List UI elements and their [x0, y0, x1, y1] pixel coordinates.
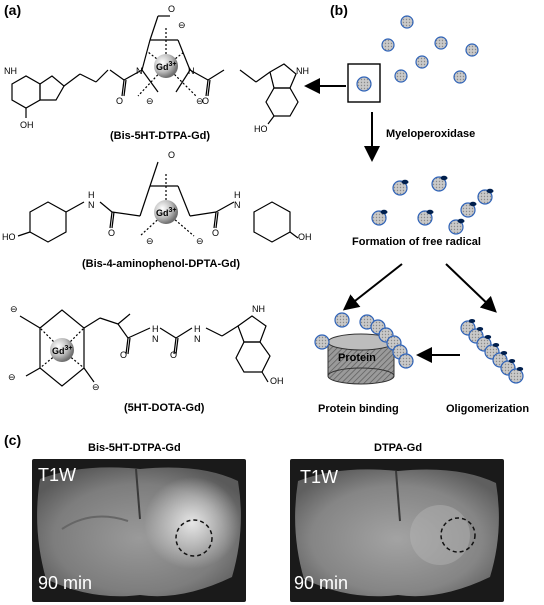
- structure2-n-right: N: [234, 200, 241, 210]
- structure2-h-right: H: [234, 190, 241, 200]
- structure3-oh: OH: [270, 376, 284, 386]
- free-molecules: [381, 15, 479, 84]
- structure1-n-right: N: [188, 66, 195, 76]
- structure1-nh-left: NH: [4, 66, 17, 76]
- structure1-o-top: O: [168, 4, 175, 14]
- structure1-o-right: O: [202, 96, 209, 106]
- structure3-minus-3: ⊖: [92, 382, 100, 392]
- protein-cylinder: [327, 333, 395, 385]
- mri-left-sequence: T1W: [38, 465, 76, 485]
- bound-molecules: [314, 312, 414, 369]
- arrow-to-oligomer: [445, 263, 497, 313]
- mri-left-title: Bis-5HT-DTPA-Gd: [88, 442, 181, 454]
- structure3-minus-2: ⊖: [8, 372, 16, 382]
- mri-left-time: 90 min: [38, 573, 93, 593]
- structure3-n-2: N: [194, 334, 201, 344]
- structures-svg: Gd3+ Gd3+ Gd3+ NH NH OH HO N N O O O ⊖ ⊖…: [2, 4, 312, 392]
- structure3-n-1: N: [152, 334, 159, 344]
- panel-b-label: (b): [330, 2, 348, 18]
- panel-c-label: (c): [4, 432, 22, 448]
- structure2-o-top: O: [168, 150, 175, 160]
- arrow-to-protein: [342, 263, 403, 311]
- mri-right-title: DTPA-Gd: [374, 442, 423, 454]
- structure-bis-5ht-dtpa-gd: [11, 15, 299, 125]
- structure1-minus-left: ⊖: [146, 96, 154, 106]
- panel-a-label: (a): [4, 2, 22, 18]
- oligomerization-label: Oligomerization: [446, 403, 530, 415]
- radical-label: Formation of free radical: [352, 236, 481, 248]
- oligomer-chain: [460, 319, 524, 384]
- structure2-caption: (Bis-4-aminophenol-DPTA-Gd): [82, 258, 241, 270]
- mechanism-svg: [304, 15, 524, 385]
- structure1-n-left: N: [136, 66, 143, 76]
- structure3-o-1: O: [120, 350, 127, 360]
- structure1-minus-top: ⊖: [178, 20, 186, 30]
- metal-label-3: Gd3+: [52, 345, 72, 356]
- brain-left-svg: [37, 467, 241, 597]
- structure2-ho: HO: [2, 232, 16, 242]
- structure2-o-left: O: [108, 228, 115, 238]
- structure2-o-right: O: [212, 228, 219, 238]
- structure2-h-left: H: [88, 190, 95, 200]
- structure2-minus-left: ⊖: [146, 236, 154, 246]
- structure3-o-2: O: [170, 350, 177, 360]
- protein-binding-label: Protein binding: [318, 403, 399, 415]
- structure1-ho: HO: [254, 124, 268, 134]
- roi-circle-left: [175, 519, 213, 557]
- structure2-minus-right: ⊖: [196, 236, 204, 246]
- structure1-minus-right: ⊖: [196, 96, 204, 106]
- mri-right-time: 90 min: [294, 573, 349, 593]
- structure3-minus-1: ⊖: [10, 304, 18, 314]
- structure1-o-left: O: [116, 96, 123, 106]
- mri-image-right: T1W 90 min: [290, 459, 504, 602]
- structure3-h-2: H: [194, 324, 201, 334]
- metal-label-2: Gd3+: [156, 207, 176, 218]
- gd-sphere-3: [50, 338, 74, 362]
- structure2-oh: OH: [298, 232, 312, 242]
- gd-sphere-2: [154, 200, 178, 224]
- mri-image-left: T1W 90 min: [32, 459, 246, 602]
- structure1-oh: OH: [20, 120, 34, 130]
- brain-right-svg: [295, 469, 499, 597]
- structure1-nh-right: NH: [296, 66, 309, 76]
- structure1-caption: (Bis-5HT-DTPA-Gd): [110, 130, 211, 142]
- selected-molecule: [356, 76, 372, 92]
- enzyme-label: Myeloperoxidase: [386, 128, 476, 140]
- structure3-nh: NH: [252, 304, 265, 314]
- structure3-h-1: H: [152, 324, 159, 334]
- structure3-caption: (5HT-DOTA-Gd): [124, 402, 205, 414]
- protein-label: Protein: [338, 352, 376, 364]
- mri-right-sequence: T1W: [300, 467, 338, 487]
- metal-label-1: Gd3+: [156, 61, 176, 72]
- radical-molecules: [371, 175, 494, 235]
- structure2-n-left: N: [88, 200, 95, 210]
- gd-sphere-1: [154, 54, 178, 78]
- structure-bis-4-aminophenol-dpta-gd: [17, 161, 299, 243]
- roi-circle-right: [440, 517, 476, 553]
